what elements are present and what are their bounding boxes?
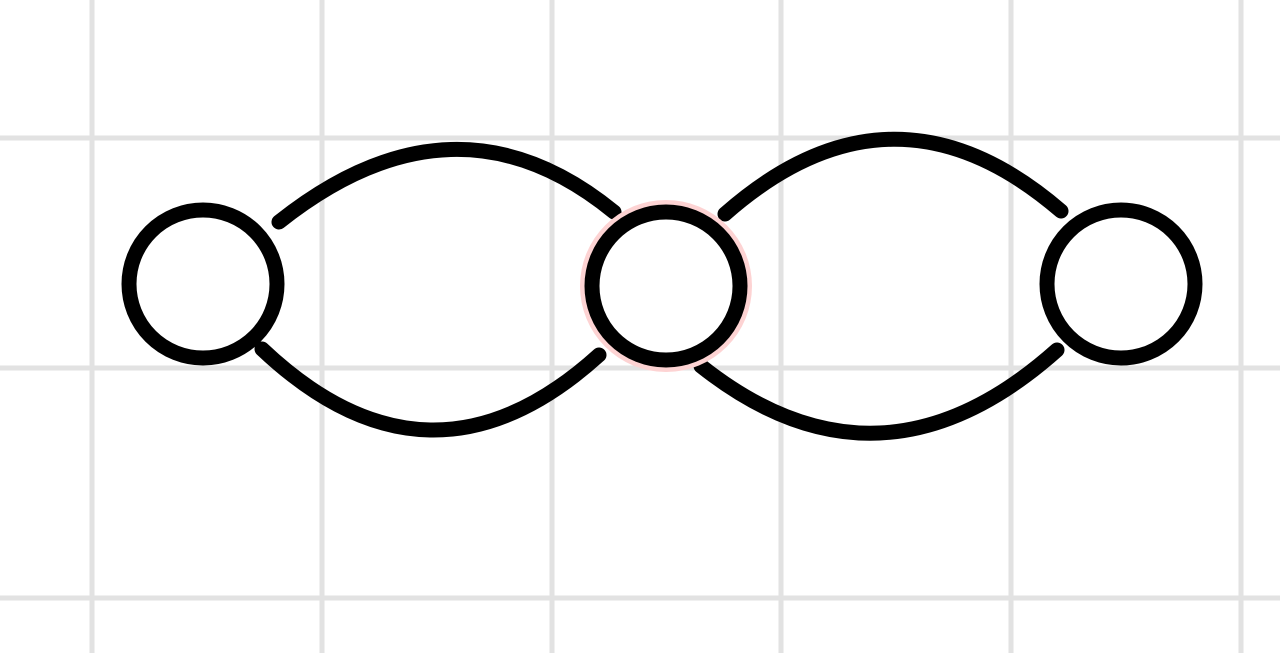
edge-center-right-lower [693, 342, 1065, 441]
nodes [121, 200, 1203, 372]
edge-left-center-lower [254, 341, 607, 438]
edge-center-right-upper [717, 131, 1069, 222]
edge-left-center-upper [271, 142, 622, 230]
edges [254, 131, 1069, 441]
node-center-circle [584, 204, 748, 368]
node-left [121, 202, 285, 366]
node-right-circle [1039, 202, 1203, 366]
node-left-circle [121, 202, 285, 366]
node-right [1039, 202, 1203, 366]
node-center [580, 200, 752, 372]
